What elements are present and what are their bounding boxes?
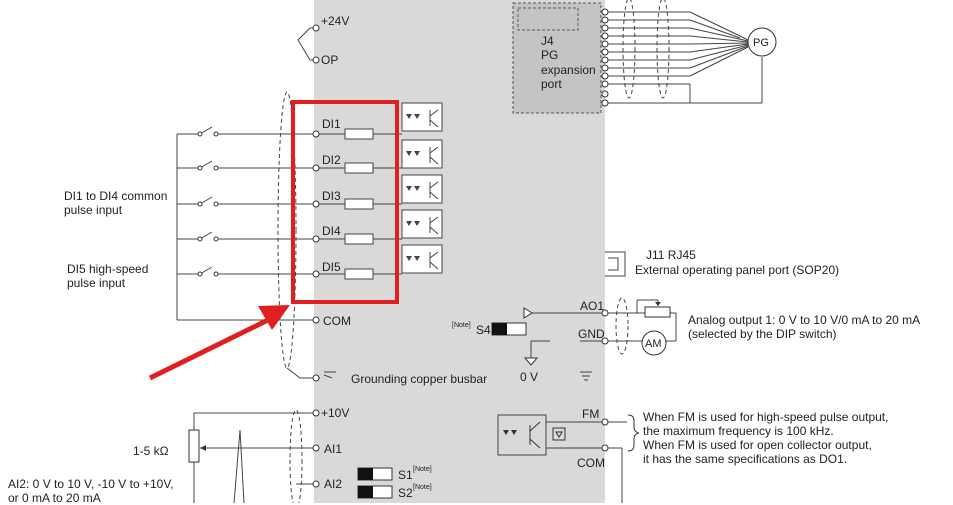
ao1-wiper bbox=[655, 302, 661, 306]
s1-switch-knob bbox=[358, 468, 373, 480]
pot-wiper bbox=[200, 445, 206, 451]
s1-label: S1 bbox=[398, 468, 413, 482]
wires bbox=[176, 0, 763, 503]
am-meter-label: AM bbox=[645, 338, 662, 350]
fm-transistor bbox=[529, 421, 566, 449]
fm-note-line4: it has the same specifications as DO1. bbox=[643, 452, 848, 466]
terminal-op-label: OP bbox=[321, 53, 339, 67]
pg-j4-label: J4 bbox=[541, 34, 554, 48]
common-pulse-line2: pulse input bbox=[64, 203, 123, 217]
ai2-note-line2: or 0 mA to 20 mA bbox=[8, 491, 101, 505]
am-meter-circle bbox=[641, 330, 667, 356]
terminal-fm-label: FM bbox=[582, 407, 600, 421]
fm-brace bbox=[627, 414, 640, 452]
fm-opto-arrows bbox=[503, 430, 517, 435]
terminal-ai2-label: AI2 bbox=[324, 477, 343, 491]
resistor-value-label: 1-5 kΩ bbox=[133, 444, 169, 458]
terminal-ao1-label: AO1 bbox=[580, 299, 605, 313]
j11-label: J11 RJ45 bbox=[646, 248, 696, 262]
terminal-circles-left bbox=[312, 24, 320, 488]
terminal-di4-label: DI4 bbox=[322, 224, 341, 238]
ao1-resistor bbox=[644, 306, 671, 318]
terminal-com-left-label: COM bbox=[323, 314, 351, 328]
s2-label: S2 bbox=[398, 486, 413, 500]
s4-note-tag: [Note] bbox=[452, 322, 471, 329]
pot-resistor bbox=[188, 429, 200, 463]
ao-note-line2: (selected by the DIP switch) bbox=[688, 327, 837, 341]
terminal-10v-label: +10V bbox=[321, 406, 350, 420]
di-resistors bbox=[344, 128, 374, 280]
s1-note-tag: [Note] bbox=[413, 466, 432, 473]
terminal-circles-right bbox=[601, 8, 609, 452]
optocouplers bbox=[401, 102, 443, 274]
pg-line1-label: PG bbox=[541, 48, 559, 62]
switch-contacts bbox=[197, 131, 219, 277]
high-speed-line1: DI5 high-speed bbox=[67, 262, 149, 276]
panel-port-label: External operating panel port (SOP20) bbox=[635, 263, 840, 277]
common-pulse-line1: DI1 to DI4 common bbox=[64, 189, 168, 203]
terminal-ai1-label: AI1 bbox=[324, 442, 343, 456]
terminal-gnd-label: GND bbox=[578, 327, 605, 341]
pg-line3-label: port bbox=[541, 77, 562, 91]
ground-symbol bbox=[323, 371, 336, 379]
pg-line2-label: expansion bbox=[541, 63, 596, 77]
s2-switch-knob bbox=[358, 486, 373, 498]
fm-note-line3: When FM is used for open collector outpu… bbox=[643, 438, 872, 452]
highlight-arrow-head bbox=[258, 305, 290, 330]
opto-transistors bbox=[429, 109, 439, 270]
terminal-di1-label: DI1 bbox=[322, 117, 341, 131]
terminal-24v-label: +24V bbox=[321, 14, 350, 28]
highlight-arrow-shaft bbox=[148, 315, 274, 381]
ao1-buffer bbox=[523, 307, 533, 319]
s4-switch-knob bbox=[492, 323, 507, 335]
s4-label: S4 bbox=[476, 323, 491, 337]
terminal-di3-label: DI3 bbox=[322, 189, 341, 203]
high-speed-line2: pulse input bbox=[67, 276, 126, 290]
fm-note-line2: the maximum frequency is 100 kHz. bbox=[643, 424, 834, 438]
terminal-di5-label: DI5 bbox=[322, 260, 341, 274]
pg-encoder-circle bbox=[747, 27, 777, 57]
terminal-di2-label: DI2 bbox=[322, 153, 341, 167]
pg-expansion-box bbox=[512, 2, 602, 114]
di-highlight-frame bbox=[291, 100, 399, 304]
zero-v-ground bbox=[523, 357, 539, 366]
ao-note-line1: Analog output 1: 0 V to 10 V/0 mA to 20 … bbox=[688, 313, 921, 327]
grounding-busbar-label: Grounding copper busbar bbox=[351, 372, 488, 386]
terminal-com-right-label: COM bbox=[577, 456, 605, 470]
opto-arrows bbox=[406, 114, 420, 261]
ai2-note-line1: AI2: 0 V to 10 V, -10 V to +10V, bbox=[8, 477, 174, 491]
pg-encoder-label: PG bbox=[753, 37, 769, 49]
s2-note-tag: [Note] bbox=[413, 484, 432, 491]
fm-note-line1: When FM is used for high-speed pulse out… bbox=[643, 410, 889, 424]
zero-v-label: 0 V bbox=[520, 370, 539, 384]
pg-inner-dashed bbox=[517, 7, 579, 31]
